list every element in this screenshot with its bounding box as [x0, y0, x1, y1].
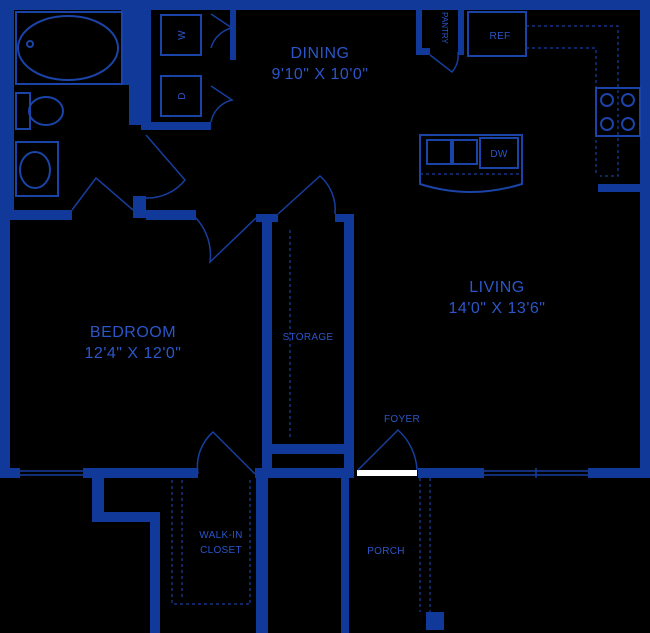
wall-bottom-bedroom	[83, 468, 198, 478]
washer-label: W	[177, 30, 188, 40]
wall-storage-left	[262, 214, 272, 478]
wall-bath-bottom	[0, 210, 72, 220]
toilet-tank	[15, 92, 31, 130]
wall-bottom-living	[418, 468, 484, 478]
labels: DINING 9'10" X 10'0" LIVING 14'0" X 13'6…	[85, 12, 546, 557]
wall-closet-step	[92, 512, 156, 522]
door-washer-1	[210, 13, 234, 49]
wall-storage-bottom	[262, 444, 354, 454]
wall-right	[640, 0, 650, 478]
wall-laundry-bottom	[141, 122, 211, 130]
stove	[595, 87, 641, 137]
wall-closet-left	[150, 512, 160, 633]
wall-porch-left	[341, 476, 349, 633]
stove-burner-1	[600, 93, 614, 107]
door-washer-2	[210, 85, 234, 123]
door-storage	[277, 174, 336, 215]
wall-top	[0, 0, 650, 10]
walkin-label-2: CLOSET	[200, 545, 242, 556]
wall-bath-right-lower	[129, 85, 141, 125]
living-size: 14'0" X 13'6"	[449, 300, 546, 317]
dining-name: DINING	[291, 45, 350, 62]
refrigerator	[467, 11, 527, 57]
storage-label: STORAGE	[283, 332, 334, 343]
bathtub-basin	[17, 15, 119, 81]
wall-storage-right	[344, 214, 354, 478]
wall-hall-bottom	[146, 210, 196, 220]
pantry-label: PANTRY	[440, 12, 449, 44]
kitchen-sink-1	[426, 139, 452, 165]
wall-left	[0, 0, 10, 478]
door-bedroom-bath	[71, 176, 134, 211]
dishwasher	[479, 137, 519, 169]
foyer-label: FOYER	[384, 414, 420, 425]
wall-pantry-right	[458, 0, 464, 55]
stove-burner-4	[621, 117, 635, 131]
walkin-label-1: WALK-IN	[199, 530, 242, 541]
closet-shelf-left	[171, 480, 250, 605]
door-bath	[145, 134, 186, 199]
kitchen-island	[419, 134, 523, 193]
windows	[20, 468, 588, 478]
wall-pantry-bottom	[416, 48, 430, 55]
dining-size: 9'10" X 10'0"	[272, 66, 369, 83]
entry-door-threshold	[357, 470, 417, 476]
door-pantry	[429, 51, 459, 74]
wall-closet-right	[256, 476, 268, 633]
door-closet	[196, 430, 256, 475]
washer	[160, 14, 202, 56]
kitchen-sink-2	[452, 139, 478, 165]
doors	[71, 13, 459, 475]
kitchen-counter-inner	[526, 47, 597, 176]
vanity	[15, 141, 59, 197]
wall-bath-door-jamb	[133, 196, 146, 218]
wall-laundry-left	[141, 0, 151, 130]
wall-left-bath	[0, 0, 14, 218]
dryer-label: D	[177, 92, 188, 100]
bath-sink	[19, 151, 51, 189]
porch-label: PORCH	[367, 546, 405, 557]
wall-bottom-closet-right	[255, 468, 351, 478]
wall-bottom-living-right	[588, 468, 650, 478]
wall-laundry-right	[230, 0, 236, 60]
door-entry	[357, 428, 418, 471]
toilet-bowl	[28, 96, 64, 126]
bathtub	[15, 11, 123, 85]
dryer	[160, 75, 202, 117]
wall-pantry-left	[416, 0, 422, 55]
refrigerator-label: REF	[490, 31, 511, 42]
wall-bottom-bedroom-left	[0, 468, 20, 478]
stove-burner-3	[600, 117, 614, 131]
bedroom-name: BEDROOM	[90, 324, 176, 341]
bedroom-size: 12'4" X 12'0"	[85, 345, 182, 362]
fixtures	[15, 11, 641, 612]
stove-burner-2	[621, 93, 635, 107]
dishwasher-label: DW	[490, 149, 508, 160]
living-name: LIVING	[469, 279, 524, 296]
wall-kitchen-stub	[598, 184, 650, 192]
wall-closet-left-top	[92, 476, 104, 520]
porch-post	[426, 612, 444, 630]
bathtub-drain	[26, 40, 34, 48]
door-bedroom	[195, 217, 257, 265]
